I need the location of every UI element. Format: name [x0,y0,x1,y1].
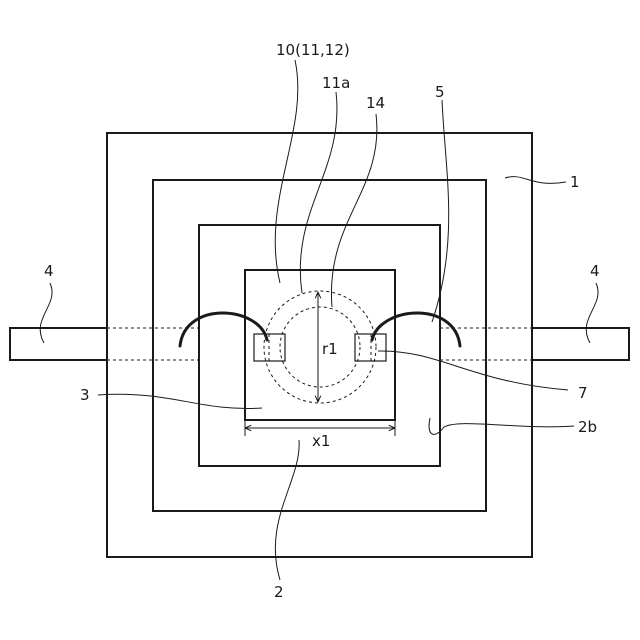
label-3: 3 [80,386,90,404]
substrate-2 [199,225,440,466]
circle-11a-outer [264,291,376,403]
leader-11a [300,92,337,293]
label-2: 2 [274,583,284,601]
label-11a: 11a [322,74,350,92]
label-4-left: 4 [44,262,54,280]
leader-3 [98,394,262,408]
bonding-wire-5-right [372,313,460,346]
leader-10 [275,60,298,283]
leader-14 [331,114,376,307]
leader-7 [378,351,568,390]
label-14: 14 [366,94,385,112]
label-2b: 2b [578,418,597,436]
lead-4-left [10,328,107,360]
label-7: 7 [578,384,588,402]
lead-4-right [532,328,629,360]
leader-1 [505,177,566,184]
leader-4-left [40,283,52,343]
label-4-right: 4 [590,262,600,280]
chip-3 [245,270,395,420]
outer-package-1 [107,133,532,557]
leader-2b [429,418,574,434]
label-r1: r1 [322,340,338,358]
label-1: 1 [570,173,580,191]
leader-4-right [586,283,598,343]
label-x1: x1 [312,432,330,450]
label-5: 5 [435,83,445,101]
circle-14-inner [280,307,360,387]
frame-2b [153,180,486,511]
label-10: 10(11,12) [276,41,350,59]
